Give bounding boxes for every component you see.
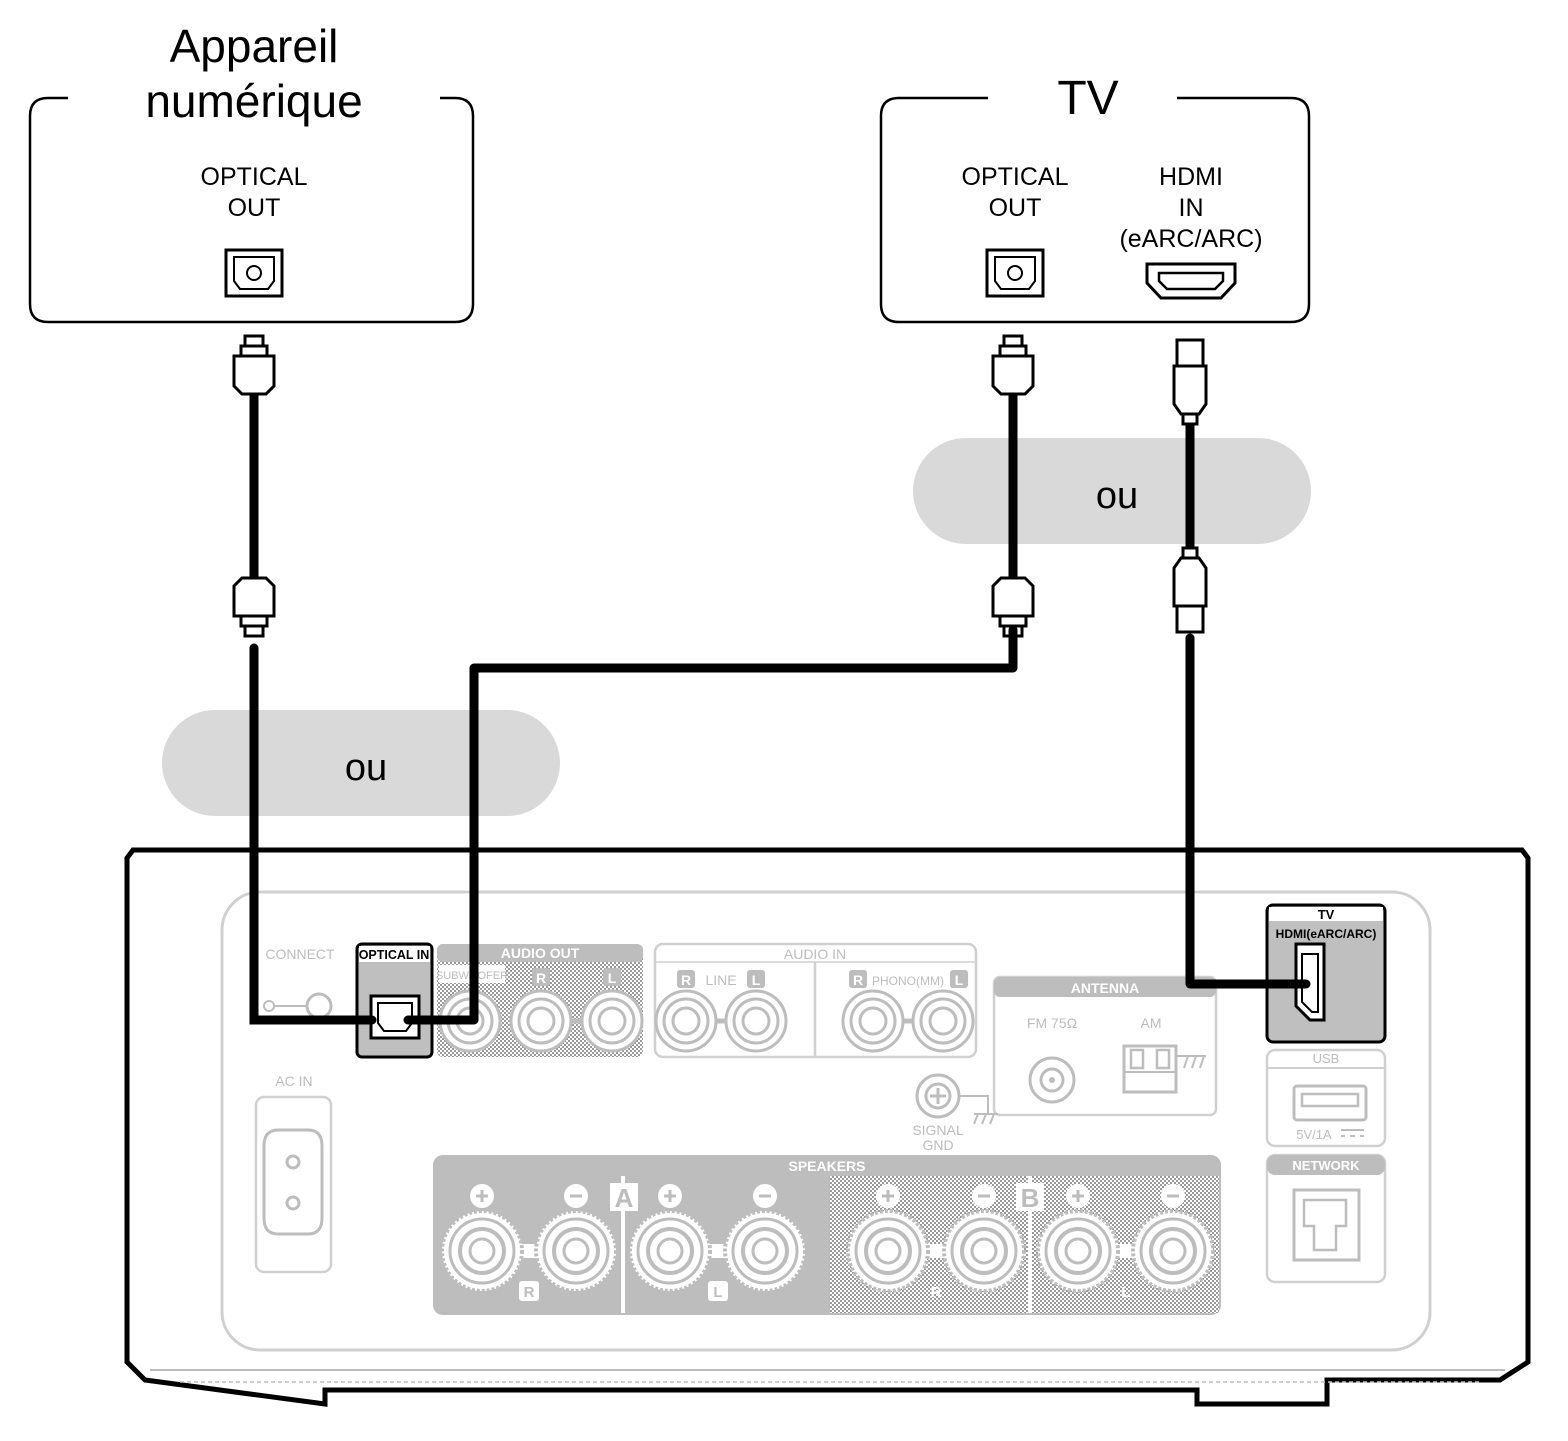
- fm-label: FM 75Ω: [1027, 1015, 1077, 1031]
- line-label: LINE: [705, 972, 736, 988]
- tv-optical-out-label-line2: OUT: [989, 194, 1042, 222]
- connect-label: CONNECT: [265, 946, 335, 962]
- antenna-label: ANTENNA: [1071, 980, 1139, 996]
- tv-hdmi-port: TV HDMI(eARC/ARC): [1265, 903, 1387, 1044]
- network-label: NETWORK: [1292, 1158, 1360, 1173]
- digital-device-title-line1: Appareil: [170, 20, 339, 72]
- tv-device: TV OPTICAL OUT HDMI IN (eARC/ARC): [879, 72, 1311, 324]
- line-l-label: L: [752, 972, 761, 988]
- tv-optical-out-label-line1: OPTICAL: [962, 163, 1069, 191]
- audio-out-section: AUDIO OUT SUBWOOFER R L: [436, 944, 644, 1057]
- usb-label: USB: [1313, 1051, 1340, 1066]
- signal-gnd-terminal: SIGNAL GND: [912, 1073, 998, 1153]
- digital-device-title-line2: numérique: [145, 75, 362, 127]
- speakers-section: SPEAKERS A B: [433, 1155, 1221, 1315]
- speaker-b-l-label: L: [1121, 1284, 1130, 1301]
- speaker-b-label: B: [1021, 1183, 1040, 1213]
- digital-optical-cable: [232, 334, 377, 1025]
- optical-in-label: OPTICAL IN: [359, 948, 430, 962]
- speaker-a-l-label: L: [713, 1284, 722, 1301]
- usb-port: USB 5V/1A: [1265, 1048, 1387, 1148]
- audio-out-label: AUDIO OUT: [501, 945, 580, 961]
- line-r-label: R: [681, 972, 691, 988]
- audio-in-section: AUDIO IN R LINE L R PHONO(MM) L: [653, 942, 978, 1059]
- speakers-label: SPEAKERS: [788, 1158, 865, 1174]
- tv-optical-cable: [403, 334, 1035, 1025]
- am-label: AM: [1141, 1015, 1162, 1031]
- or-bubble-bottom: ou: [162, 710, 560, 816]
- usb-rating-label: 5V/1A: [1296, 1127, 1332, 1142]
- speaker-a-label: A: [615, 1183, 634, 1213]
- speaker-a-r-label: R: [524, 1284, 535, 1301]
- phono-r-label: R: [853, 972, 863, 988]
- signal-gnd-label-line1: SIGNAL: [912, 1122, 964, 1138]
- network-port: NETWORK: [1265, 1153, 1387, 1284]
- tv-hdmi-label-line1: HDMI: [1159, 163, 1223, 191]
- phono-l-label: L: [955, 972, 964, 988]
- receiver-rear-panel: CONNECT OPTICAL IN AUDIO OUT SUBWOOFER R…: [124, 847, 1531, 1407]
- digital-device: Appareil numérique OPTICAL OUT: [28, 20, 475, 324]
- audio-out-r-label: R: [536, 970, 546, 986]
- audio-out-l-label: L: [608, 970, 617, 986]
- tv-hdmi-cable: [1172, 338, 1311, 989]
- tv-hdmi-label-line3: (eARC/ARC): [1119, 225, 1262, 253]
- hdmi-port-icon: [1145, 262, 1237, 300]
- ac-in-socket: AC IN: [254, 1073, 333, 1274]
- fm-antenna-jack: [1028, 1056, 1076, 1104]
- speaker-polarity-markers: [470, 1184, 1185, 1208]
- antenna-section: ANTENNA FM 75Ω AM: [992, 975, 1218, 1117]
- digital-optical-out-label-line1: OPTICAL: [201, 163, 308, 191]
- signal-gnd-label-line2: GND: [922, 1137, 953, 1153]
- digital-optical-out-label-line2: OUT: [228, 194, 281, 222]
- tv-hdmi-earc-label: HDMI(eARC/ARC): [1276, 927, 1377, 941]
- tv-hdmi-tv-label: TV: [1318, 907, 1335, 922]
- or-label-bottom: ou: [345, 747, 387, 789]
- audio-in-label: AUDIO IN: [784, 946, 846, 962]
- optical-port-icon: [224, 248, 284, 298]
- tv-hdmi-label-line2: IN: [1179, 194, 1204, 222]
- phono-label: PHONO(MM): [872, 974, 944, 988]
- tv-title: TV: [1057, 72, 1118, 125]
- optical-port-icon: [985, 248, 1045, 298]
- am-antenna-terminal: [1122, 1044, 1206, 1094]
- or-label-top: ou: [1096, 475, 1138, 517]
- speaker-b-r-label: R: [931, 1284, 942, 1301]
- or-bubble-top: ou: [913, 438, 1311, 544]
- optical-in-port: OPTICAL IN: [355, 942, 434, 1059]
- ac-in-label: AC IN: [275, 1073, 312, 1089]
